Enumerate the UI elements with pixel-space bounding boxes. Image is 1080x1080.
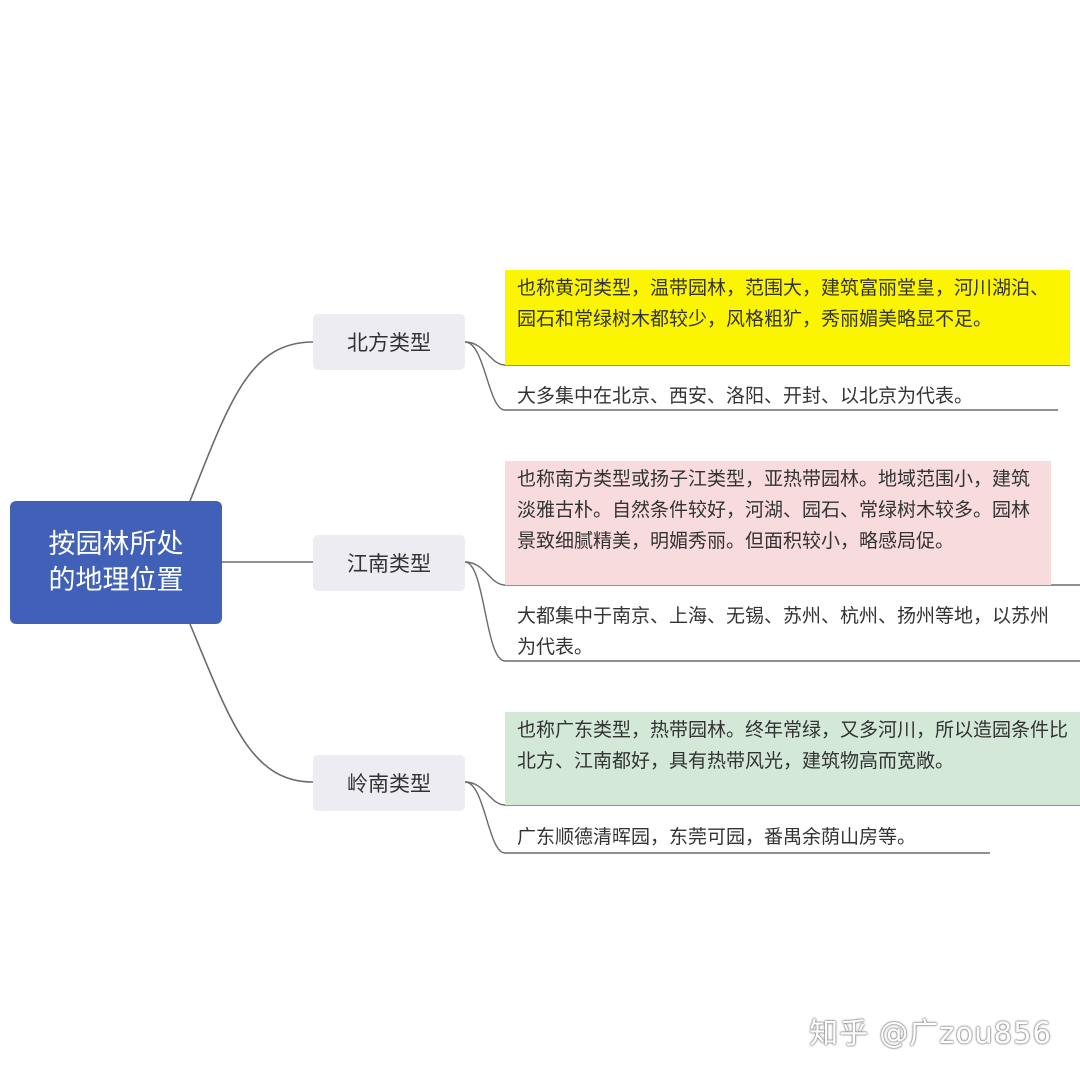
north-detail-locations-text: 大多集中在北京、西安、洛阳、开封、以北京为代表。 [517, 385, 974, 407]
branch-jiangnan-label: 江南类型 [347, 552, 431, 576]
north-detail-description[interactable]: 也称黄河类型，温带园林，范围大，建筑富丽堂皇，河川湖泊、园石和常绿树木都较少，风… [505, 270, 1070, 365]
jiangnan-detail-locations-text: 大都集中于南京、上海、无锡、苏州、杭州、扬州等地，以苏州为代表。 [517, 605, 1050, 658]
connector-root-north [189, 341, 314, 502]
connector-root-lingnan [189, 623, 314, 783]
connector-north-detail-1 [464, 341, 1070, 366]
branch-north[interactable]: 北方类型 [313, 314, 465, 370]
branch-jiangnan[interactable]: 江南类型 [313, 535, 465, 591]
connector-jiangnan-detail-2 [464, 561, 1080, 662]
connector-lingnan-detail-2 [464, 781, 990, 854]
north-detail-description-text: 也称黄河类型，温带园林，范围大，建筑富丽堂皇，河川湖泊、园石和常绿树木都较少，风… [517, 277, 1050, 330]
jiangnan-detail-description-text: 也称南方类型或扬子江类型，亚热带园林。地域范围小，建筑淡雅古朴。自然条件较好，河… [517, 468, 1031, 552]
branch-north-label: 北方类型 [347, 331, 431, 355]
lingnan-detail-locations[interactable]: 广东顺德清晖园，东莞可园，番禺余荫山房等。 [505, 819, 990, 853]
branch-lingnan[interactable]: 岭南类型 [313, 755, 465, 811]
lingnan-detail-description-text: 也称广东类型，热带园林。终年常绿，又多河川，所以造园条件比北方、江南都好，具有热… [517, 719, 1069, 772]
connector-jiangnan-detail-1 [464, 561, 1080, 586]
jiangnan-detail-description[interactable]: 也称南方类型或扬子江类型，亚热带园林。地域范围小，建筑淡雅古朴。自然条件较好，河… [505, 461, 1051, 585]
connector-north-detail-2 [464, 341, 1058, 411]
north-detail-locations[interactable]: 大多集中在北京、西安、洛阳、开封、以北京为代表。 [505, 378, 1070, 410]
root-topic[interactable]: 按园林所处的地理位置 [10, 501, 222, 624]
branch-lingnan-label: 岭南类型 [347, 772, 431, 796]
lingnan-detail-description[interactable]: 也称广东类型，热带园林。终年常绿，又多河川，所以造园条件比北方、江南都好，具有热… [505, 712, 1080, 805]
root-topic-label: 按园林所处的地理位置 [48, 528, 184, 596]
lingnan-detail-locations-text: 广东顺德清晖园，东莞可园，番禺余荫山房等。 [517, 826, 917, 848]
watermark: 知乎 @广zou856 [809, 1016, 1052, 1050]
jiangnan-detail-locations[interactable]: 大都集中于南京、上海、无锡、苏州、杭州、扬州等地，以苏州为代表。 [505, 598, 1075, 661]
connector-lingnan-detail-1 [464, 781, 1080, 806]
